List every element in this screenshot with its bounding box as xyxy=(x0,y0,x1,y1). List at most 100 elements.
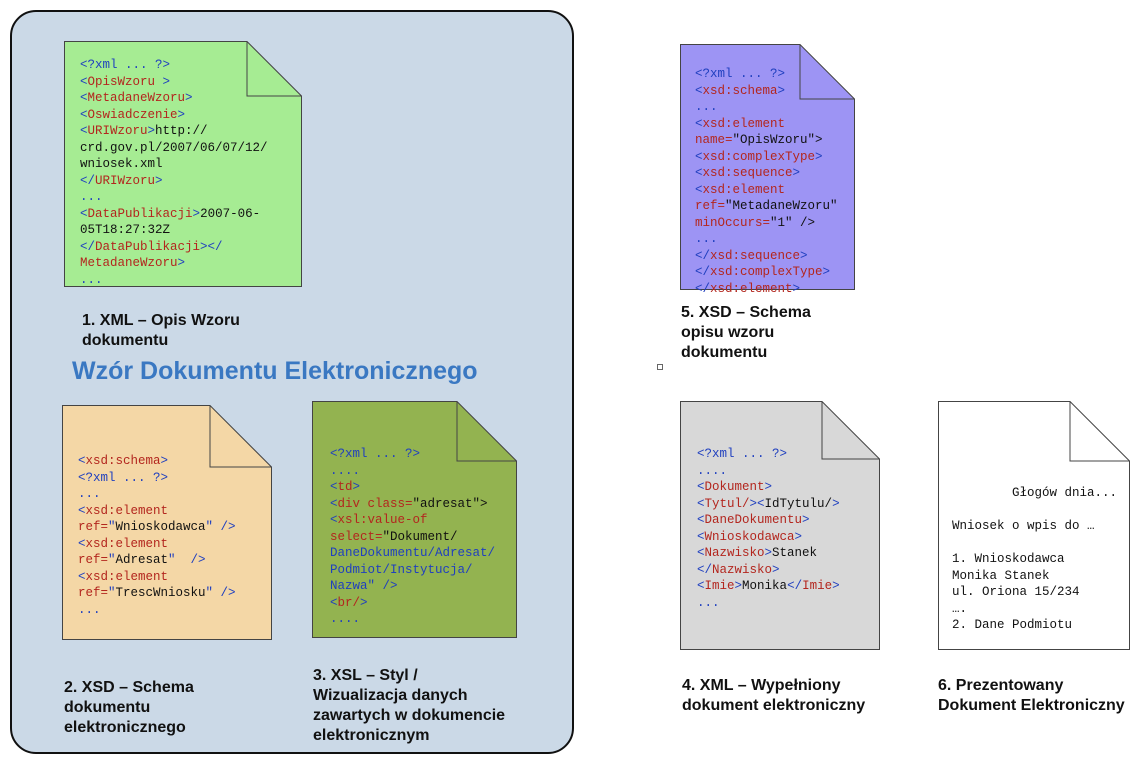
code-line: .... xyxy=(330,611,495,628)
code-token: < xyxy=(695,166,703,180)
code-token: URIWzoru xyxy=(87,124,148,138)
code-token: Oswiadczenie xyxy=(87,107,178,122)
code-token: ref= xyxy=(78,553,109,567)
code-line: </URIWzoru> xyxy=(80,173,268,190)
code-line: <Oswiadczenie> xyxy=(80,107,268,124)
code-token: > xyxy=(360,595,368,610)
code-token: ... xyxy=(78,602,101,617)
code-token: 2007-06- xyxy=(200,206,261,221)
code-token: xsd:element xyxy=(702,182,786,197)
code-token: > xyxy=(772,562,780,577)
code-token: http:// xyxy=(155,124,208,138)
document-fold xyxy=(456,401,517,462)
caption-line: elektronicznym xyxy=(313,727,430,744)
text-line xyxy=(952,502,1117,519)
code-token: ... xyxy=(697,595,720,610)
code-line: minOccurs="1" /> xyxy=(695,215,838,232)
document-fold xyxy=(246,41,302,97)
code-token: <?xml ... ?> xyxy=(80,58,171,72)
code-token: name= xyxy=(695,133,733,147)
code-token: DataPublikacji xyxy=(95,239,201,254)
code-token: " /> xyxy=(205,586,236,600)
code-token: <?xml ... ?> xyxy=(697,447,788,461)
code-token: Imie xyxy=(704,579,735,593)
document-fold xyxy=(821,401,880,460)
code-token: Podmiot/Instytucja/ xyxy=(330,562,473,577)
code-token: > xyxy=(822,265,831,279)
code-line: <DataPublikacji>2007-06- xyxy=(80,206,268,223)
code-token: .... xyxy=(330,463,361,478)
code-token: < xyxy=(330,496,338,511)
code-token: < xyxy=(80,206,88,221)
code-token: > xyxy=(764,480,773,494)
code-line: </Nazwisko> xyxy=(697,562,840,579)
document-xml-wypelniony xyxy=(680,401,880,650)
caption-line: Wizualizacja danych xyxy=(313,687,468,704)
caption-line: 5. XSD – Schema xyxy=(681,304,811,321)
caption-line: Dokument Elektroniczny xyxy=(938,697,1125,714)
document-shape xyxy=(64,41,302,287)
caption-line: 3. XSL – Styl / xyxy=(313,667,418,684)
caption-line: 1. XML – Opis Wzoru xyxy=(82,312,240,329)
code-token: Tytul/ xyxy=(704,496,750,511)
code-line: <?xml ... ?> xyxy=(78,470,236,487)
code-token: > xyxy=(792,281,801,296)
code-token: xsd:element xyxy=(85,536,169,551)
code-line: ... xyxy=(78,602,236,619)
caption-xsd-opis: 5. XSD – Schema opisu wzoru dokumentu xyxy=(681,303,811,363)
code-line: </DataPublikacji></ xyxy=(80,239,268,256)
caption-line: dokumentu xyxy=(681,344,768,361)
code-token: wniosek.xml xyxy=(80,157,163,171)
code-token: < xyxy=(695,83,703,98)
code-token: crd.gov.pl/2007/06/07/12/ xyxy=(80,140,268,155)
text-line: ul. Oriona 15/234 xyxy=(952,585,1080,599)
document-shape xyxy=(680,401,880,650)
code-token: > xyxy=(177,256,186,270)
caption-line: dokumentu xyxy=(64,699,151,716)
code-token: < xyxy=(330,595,338,610)
code-line: <xsd:sequence> xyxy=(695,165,838,182)
text-line: …. xyxy=(952,601,968,616)
code-line: <?xml ... ?> xyxy=(330,446,495,463)
code-token: </ xyxy=(787,579,803,593)
code-token: < xyxy=(78,536,86,551)
code-token: xsd:schema xyxy=(85,454,161,468)
code-line: <xsd:complexType> xyxy=(695,149,838,166)
code-line: Podmiot/Instytucja/ xyxy=(330,562,495,579)
code-token: "MetadaneWzoru" xyxy=(725,199,838,213)
code-token: < xyxy=(78,503,86,518)
code-line: ... xyxy=(80,272,268,289)
code-token: xsd:complexType xyxy=(710,265,823,279)
code-token: < xyxy=(330,480,338,494)
code-token: "1" /> xyxy=(770,215,816,230)
code-token: > xyxy=(800,248,808,263)
code-token: div class= xyxy=(337,496,413,511)
code-line: <MetadaneWzoru> xyxy=(80,90,268,107)
code-token: " xyxy=(108,553,116,567)
code-token: URIWzoru xyxy=(95,173,156,188)
code-line: ... xyxy=(78,486,236,503)
code-token: xsd:schema xyxy=(702,83,778,98)
code-token: ... xyxy=(78,487,101,501)
code-token: < xyxy=(697,529,705,544)
text-line: Głogów dnia... xyxy=(952,486,1118,500)
code-token: < xyxy=(80,74,88,89)
code-line: <DaneDokumentu> xyxy=(697,512,840,529)
code-line: .... xyxy=(697,463,840,480)
code-token: < xyxy=(78,569,86,584)
code-token: <?xml ... ?> xyxy=(695,67,786,81)
text-line: Wniosek o wpis do … xyxy=(952,519,1095,533)
code-token: < xyxy=(330,513,338,527)
code-token: <?xml ... ?> xyxy=(330,447,421,461)
code-token: MetadaneWzoru xyxy=(80,256,178,270)
code-token: IdTytulu/ xyxy=(764,496,833,511)
document-fold xyxy=(799,44,855,100)
code-line: <?xml ... ?> xyxy=(695,66,838,83)
caption-line: opisu wzoru xyxy=(681,324,775,341)
code-token: <?xml ... ?> xyxy=(78,470,169,485)
code-line: Nazwa" /> xyxy=(330,578,495,595)
code-token: </ xyxy=(695,265,711,279)
code-token: ref= xyxy=(695,199,726,213)
code-token: minOccurs= xyxy=(695,215,771,230)
